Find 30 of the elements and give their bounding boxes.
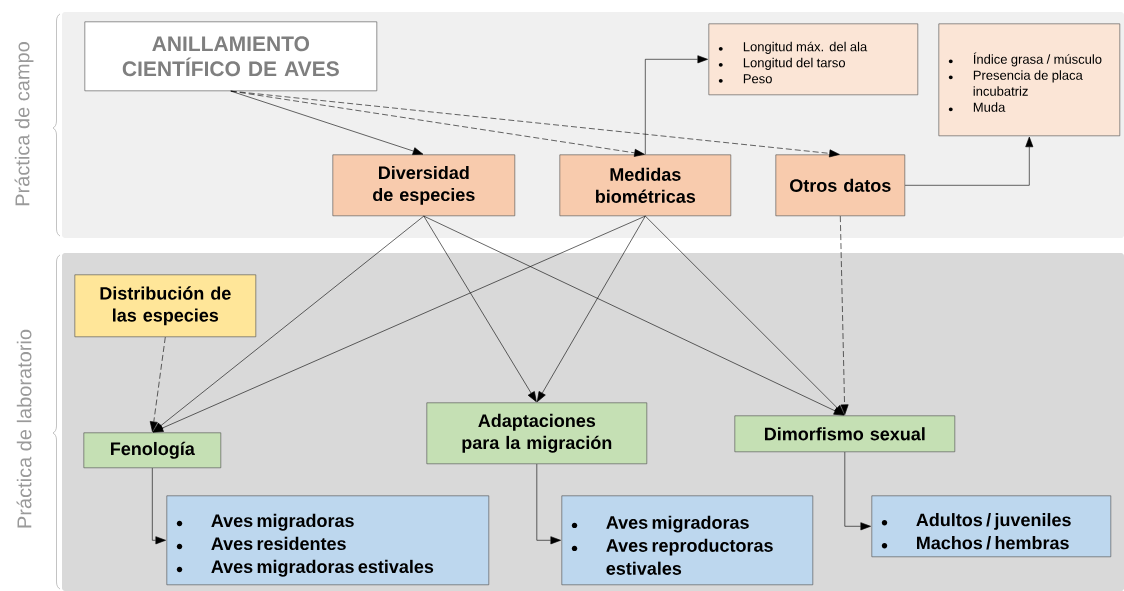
title-box: ANILLAMIENTO CIENTÍFICO DE AVES (84, 21, 378, 92)
arrow (230, 90, 424, 155)
arrow (149, 336, 166, 432)
arrow (152, 215, 425, 433)
list-box: Índice grasa / músculo Presencia de placa incubatriz Muda (938, 23, 1121, 137)
arrow (152, 467, 166, 545)
side-label: Práctica de laboratorio (16, 329, 32, 528)
process-box: Medidas biométricas (559, 154, 732, 217)
arrow (152, 215, 646, 433)
arrow (423, 215, 537, 403)
arrow (645, 55, 708, 155)
list-box: Aves migradoras Aves reproductoras estivales (561, 495, 814, 586)
list-box: Aves migradoras Aves residentes Aves migradoras estivales (166, 495, 490, 586)
arrow (904, 136, 1034, 186)
arrow (840, 215, 849, 415)
process-box: Adaptaciones para la migración (426, 402, 648, 465)
side-label: Práctica de campo (14, 42, 34, 206)
process-box: Distribución de las especies (74, 274, 257, 338)
arrow (645, 215, 845, 416)
process-box: Otros datos (775, 154, 906, 217)
arrow (536, 215, 646, 403)
arrow (423, 215, 845, 416)
arrow (844, 451, 871, 531)
arrow (230, 90, 840, 158)
process-box: Dimorfismo sexual (734, 415, 956, 453)
list-box: Longitud máx. del ala Longitud del tarso Peso (708, 23, 919, 96)
list-box: Adultos / juveniles Machos / hembras (871, 495, 1112, 558)
process-box: Fenología (83, 432, 222, 469)
arrow (536, 463, 561, 545)
process-box: Diversidad de especies (332, 154, 516, 217)
